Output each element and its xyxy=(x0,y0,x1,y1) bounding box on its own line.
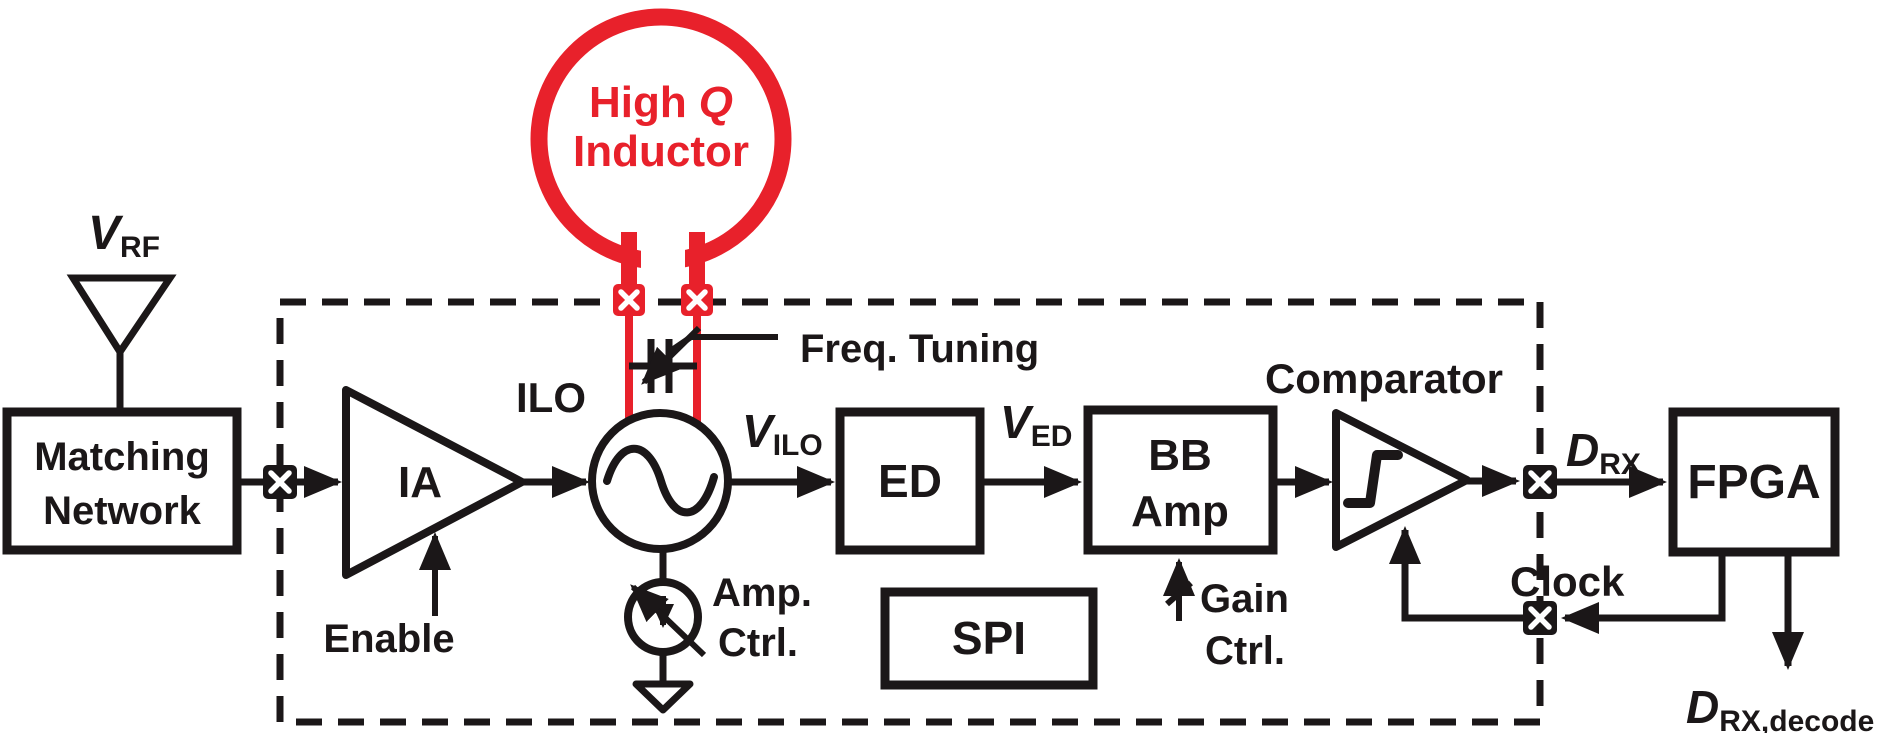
d-rx-decode-label: DRX,decode xyxy=(1686,681,1874,733)
comparator-triangle xyxy=(1332,409,1471,551)
antenna: VRF xyxy=(66,207,177,412)
bond-pad-drx xyxy=(1523,465,1557,499)
bb-amp-label-line2: Amp xyxy=(1131,487,1229,536)
enable-label: Enable xyxy=(323,617,454,661)
bond-pad-inductor-left xyxy=(613,284,645,316)
freq-tuning-label: Freq. Tuning xyxy=(800,327,1039,371)
ia-label: IA xyxy=(398,458,442,507)
bond-pad-mn-ia xyxy=(263,465,297,499)
amp-ctrl-label-line2: Ctrl. xyxy=(718,621,798,665)
matching-network-box xyxy=(2,407,242,555)
freq-tuning-callout-line xyxy=(667,334,778,355)
chip-boundary-dashed-box xyxy=(276,298,1544,726)
clock-label: Clock xyxy=(1510,558,1625,605)
amp-ctrl-current-source: Amp. Ctrl. xyxy=(624,549,812,714)
comparator-step-icon xyxy=(1343,450,1403,508)
bb-amp-block: BB Amp Gain Ctrl. xyxy=(1083,405,1289,673)
decoded-output: DRX,decode xyxy=(1686,548,1874,733)
spi-block: SPI xyxy=(880,587,1098,690)
antenna-icon xyxy=(66,274,177,359)
matching-network-block: Matching Network xyxy=(2,407,242,555)
matching-network-label-line1: Matching xyxy=(34,435,210,479)
bond-pad-clock xyxy=(1523,601,1557,635)
ia-amplifier: IA Enable xyxy=(323,386,526,661)
bb-amp-box xyxy=(1083,405,1278,555)
ilo-sine-icon xyxy=(603,445,718,517)
freq-tuning-varactor: Freq. Tuning xyxy=(629,325,1039,393)
current-source-variable-arrow xyxy=(630,584,707,658)
gain-ctrl-label-line2: Ctrl. xyxy=(1205,629,1285,673)
ed-box xyxy=(835,407,985,555)
fpga-box xyxy=(1668,407,1840,557)
comparator-block: Comparator xyxy=(1265,355,1503,551)
amp-ctrl-label-line1: Amp. xyxy=(712,571,812,615)
inductor-loop-gap xyxy=(641,238,685,292)
v-rf-label: VRF xyxy=(88,207,160,264)
fpga-label: FPGA xyxy=(1687,456,1820,509)
ilo-oscillator: ILO xyxy=(516,374,732,553)
ed-block: ED xyxy=(835,407,985,555)
bond-pad-inductor-right xyxy=(681,284,713,316)
spi-box xyxy=(880,587,1098,690)
ilo-label: ILO xyxy=(516,374,586,421)
clock-feedback: Clock xyxy=(1389,526,1726,634)
ia-triangle xyxy=(342,386,526,579)
comparator-label: Comparator xyxy=(1265,355,1503,402)
bb-amp-label-line1: BB xyxy=(1148,431,1212,480)
spi-label: SPI xyxy=(952,612,1026,664)
high-q-label-line2: Inductor xyxy=(573,127,749,176)
d-rx-label: DRX xyxy=(1566,424,1641,481)
gain-ctrl-slash xyxy=(1165,580,1193,607)
v-ed-label: VED xyxy=(1000,396,1072,453)
gain-ctrl-label-line1: Gain xyxy=(1200,577,1289,621)
matching-network-label-line2: Network xyxy=(43,489,202,533)
fpga-block: FPGA xyxy=(1668,407,1840,557)
ed-label: ED xyxy=(878,455,942,507)
wire-fpga-to-clock-pad xyxy=(1561,548,1726,634)
wire-clock-pad-to-comparator xyxy=(1389,526,1523,622)
ground-icon xyxy=(632,680,694,714)
v-ilo-label: VILO xyxy=(742,405,823,462)
